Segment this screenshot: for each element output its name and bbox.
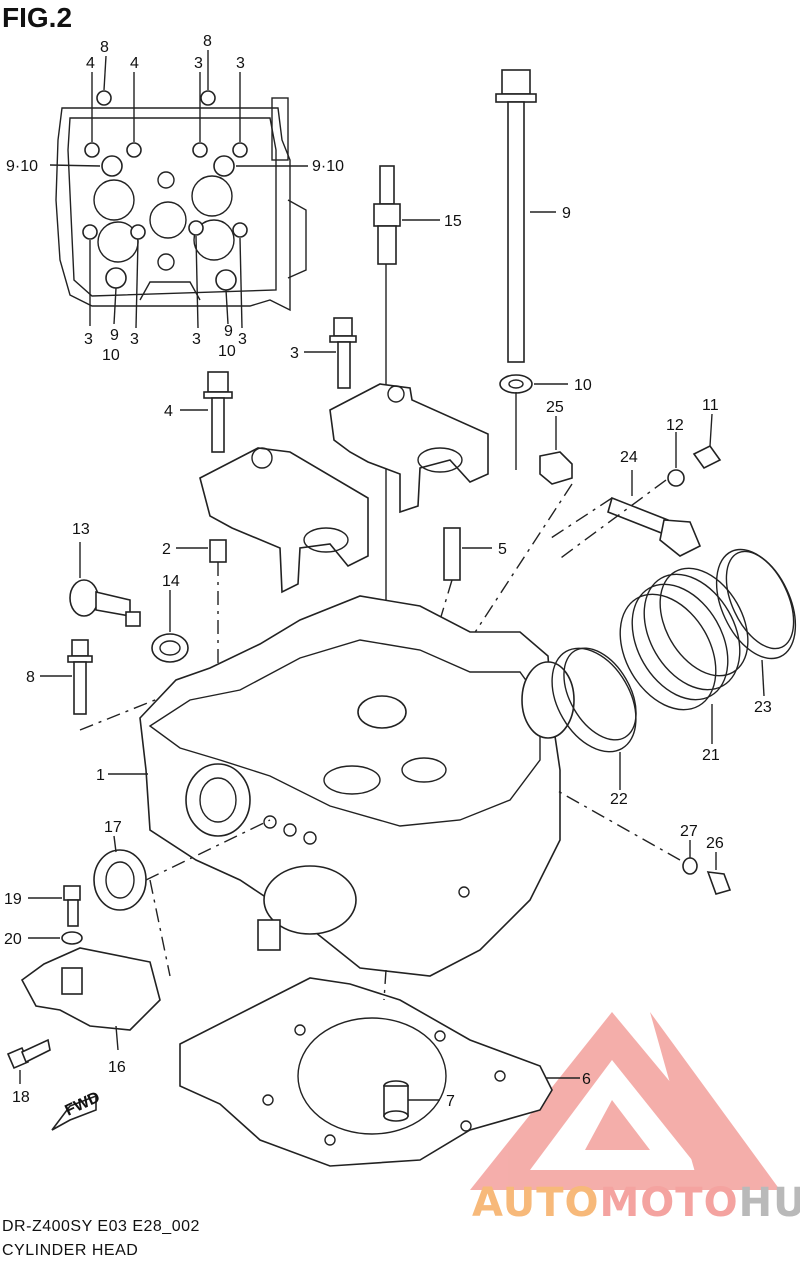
clamp-23	[715, 548, 797, 697]
callout-inset-3d: 3	[130, 331, 139, 348]
callout-6: 6	[582, 1071, 591, 1088]
callout-19: 19	[4, 891, 22, 908]
callout-25: 25	[546, 399, 564, 416]
callout-inset-3c: 3	[84, 331, 93, 348]
washer-12-bolt-11	[667, 413, 722, 487]
callout-12: 12	[666, 417, 684, 434]
callout-15: 15	[444, 213, 462, 230]
camshaft-holder-front	[199, 447, 369, 594]
callout-10: 10	[574, 377, 592, 394]
head-gasket-6	[179, 969, 580, 1167]
callout-inset-4b: 4	[130, 55, 139, 72]
bolt-4	[180, 371, 233, 453]
callout-11: 11	[702, 397, 719, 414]
washer-20	[28, 931, 83, 945]
footer-section-title: CYLINDER HEAD	[2, 1242, 139, 1259]
oil-hose-13	[69, 542, 141, 627]
figure-title: FIG.2	[2, 2, 73, 33]
callout-27: 27	[680, 823, 698, 840]
callout-inset-3e: 3	[192, 331, 201, 348]
callout-inset-8a: 8	[100, 39, 109, 56]
watermark-logo	[470, 1012, 780, 1190]
callout-9: 9	[562, 205, 571, 222]
callout-20: 20	[4, 931, 22, 948]
intake-pipe-21	[619, 567, 749, 744]
callout-17: 17	[104, 819, 122, 836]
callout-13: 13	[72, 521, 90, 538]
footer-model-code: DR-Z400SY E03 E28_002	[2, 1218, 200, 1235]
cylinder-head-1	[108, 595, 575, 977]
callout-24: 24	[620, 449, 638, 466]
callout-21: 21	[702, 747, 720, 764]
camshaft-holder-rear	[329, 383, 489, 514]
callout-5: 5	[498, 541, 507, 558]
bolt-24	[547, 470, 702, 561]
callout-inset-10a: 10	[102, 347, 120, 364]
callout-1: 1	[96, 767, 105, 784]
thermostat-17	[93, 819, 271, 911]
callout-18: 18	[12, 1089, 30, 1106]
watermark-hub: HUB	[738, 1180, 800, 1226]
callout-4: 4	[164, 403, 173, 420]
watermark-text: AUTOMOTOHUB	[472, 1180, 800, 1226]
fwd-arrow: FWD	[51, 1089, 103, 1131]
callout-3: 3	[290, 345, 299, 362]
watermark-moto: MOTO	[599, 1180, 739, 1226]
callout-inset-10b: 10	[218, 343, 236, 360]
callout-inset-9-10b: 9·10	[312, 158, 344, 175]
callout-inset-9-10a: 9·10	[6, 158, 38, 175]
callout-7: 7	[446, 1093, 455, 1110]
callout-inset-3f: 3	[238, 331, 247, 348]
dowel-pin-7	[383, 1080, 440, 1122]
callout-inset-4a: 4	[86, 55, 95, 72]
o-ring-14	[151, 590, 189, 663]
callout-26: 26	[706, 835, 724, 852]
bolt-19	[28, 885, 81, 927]
sleeve-5	[439, 527, 492, 621]
inset-head-top-view	[49, 50, 308, 329]
clamp-22	[551, 647, 637, 790]
callout-2: 2	[162, 541, 171, 558]
callout-14: 14	[162, 573, 180, 590]
callout-inset-8b: 8	[203, 33, 212, 50]
callout-16: 16	[108, 1059, 126, 1076]
callout-23: 23	[754, 699, 772, 716]
callout-8: 8	[26, 669, 35, 686]
bolt-18	[6, 1038, 51, 1084]
nut-25	[469, 416, 573, 641]
spark-plug	[373, 165, 440, 680]
washer-27-bolt-26	[555, 789, 732, 895]
callout-inset-9a: 9	[110, 327, 119, 344]
callout-inset-3a: 3	[194, 55, 203, 72]
callout-inset-3b: 3	[236, 55, 245, 72]
stud-bolt-9	[495, 69, 568, 470]
thermostat-housing-16	[20, 879, 171, 1051]
watermark-auto: AUTO	[472, 1180, 600, 1226]
callout-22: 22	[610, 791, 628, 808]
callout-inset-9b: 9	[224, 323, 233, 340]
bolt-3	[304, 317, 357, 389]
